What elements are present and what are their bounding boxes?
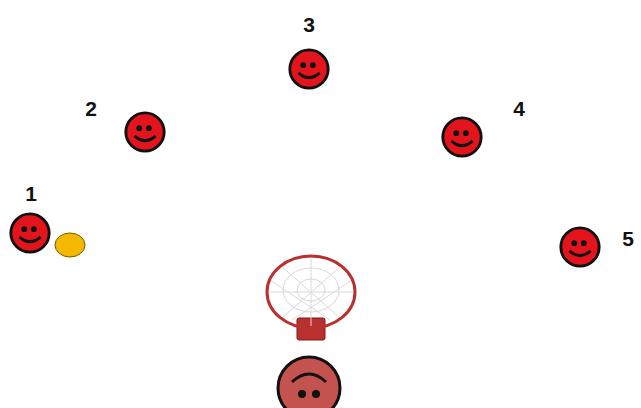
player-1: [11, 214, 49, 252]
player-5: [561, 228, 599, 266]
player-4: [443, 118, 481, 156]
callout-number: 1: [25, 183, 37, 204]
callout-number: 2: [85, 98, 97, 119]
callout-number: 5: [622, 228, 634, 249]
callout-number: 4: [513, 98, 525, 119]
player-3: [290, 50, 328, 88]
player-2: [126, 113, 164, 151]
defender: [278, 357, 340, 408]
basketball: [55, 233, 85, 257]
hoop: [267, 256, 355, 340]
callout-number: 3: [303, 14, 315, 35]
